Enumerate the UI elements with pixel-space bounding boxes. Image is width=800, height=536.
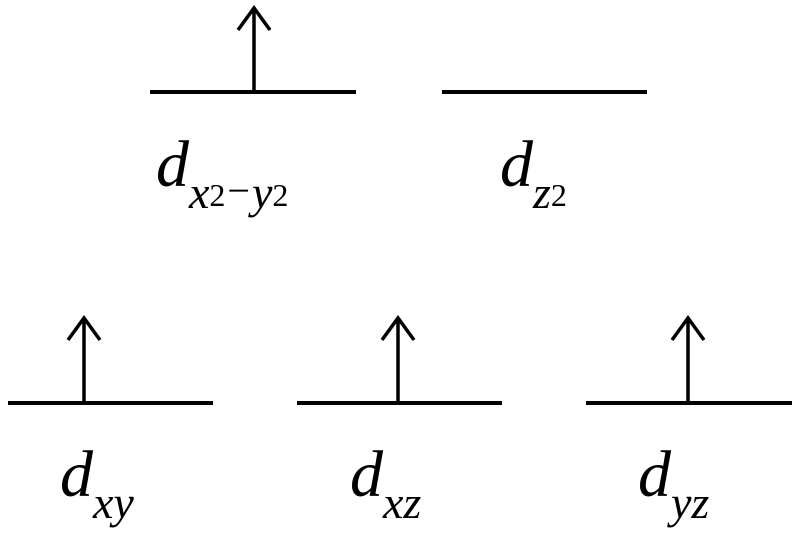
label-letter: d [60, 438, 93, 511]
label-letter: d [156, 128, 189, 201]
label-superscript: 2 [272, 177, 289, 213]
label-letter: d [350, 438, 383, 511]
label-subscript-y: y [251, 167, 273, 218]
label-superscript: 2 [550, 177, 567, 213]
orbital-dyz [586, 315, 792, 405]
orbital-dxy [8, 315, 213, 405]
label-subscript-x: x [189, 167, 210, 218]
label-dz2: dz2 [500, 132, 567, 216]
label-subscript: xz [383, 477, 422, 528]
label-dxy: dxy [60, 442, 134, 526]
label-subscript: xy [93, 477, 134, 528]
label-subscript: z [533, 167, 551, 218]
spin-up-arrow-icon [236, 5, 272, 90]
orbital-dx2-y2 [150, 5, 356, 94]
label-superscript: 2 [209, 177, 226, 213]
label-dyz: dyz [638, 442, 709, 526]
spin-up-arrow-icon [670, 315, 706, 401]
orbital-dxz [297, 315, 502, 405]
label-subscript: yz [671, 477, 710, 528]
spin-up-arrow-icon [380, 315, 416, 401]
spin-up-arrow-icon [66, 315, 102, 401]
label-letter: d [500, 128, 533, 201]
label-minus: − [227, 168, 250, 213]
label-dxz: dxz [350, 442, 421, 526]
label-dx2-y2: dx2−y2 [156, 132, 288, 216]
label-letter: d [638, 438, 671, 511]
